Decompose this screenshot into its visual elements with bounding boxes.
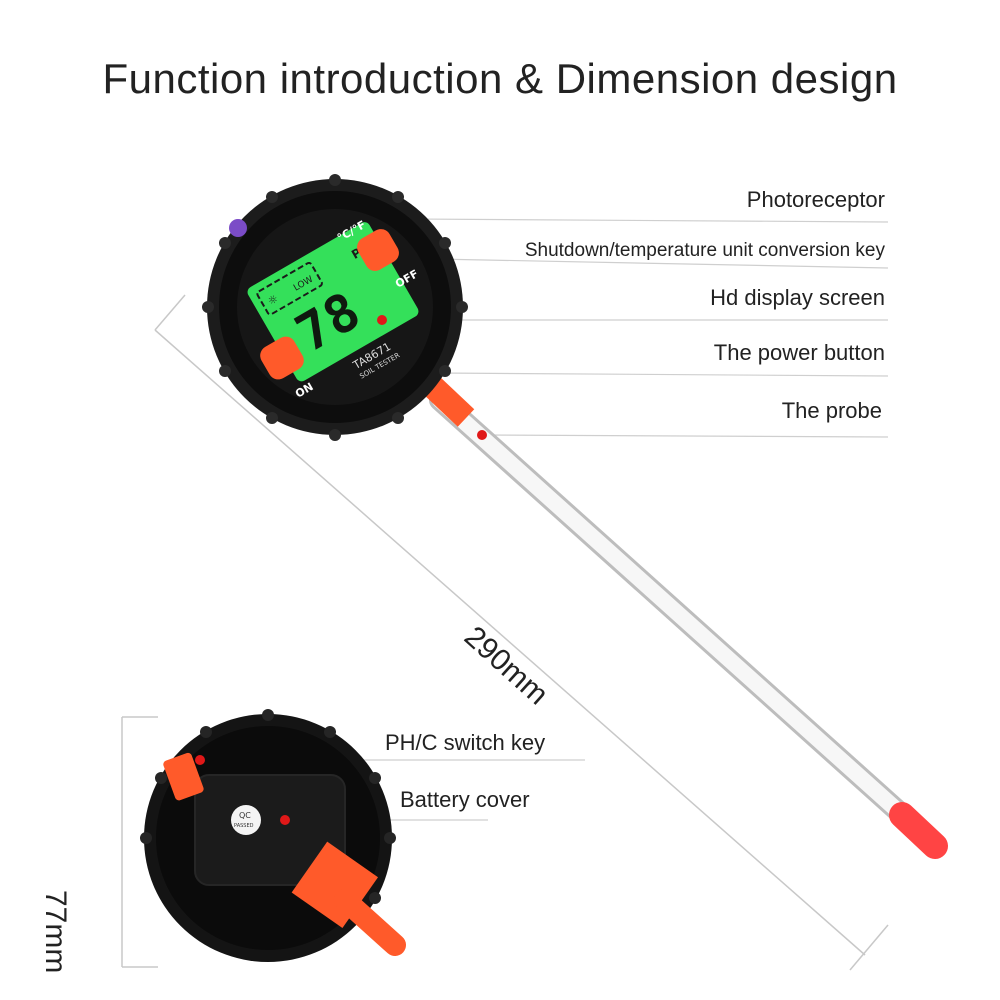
callout-shutdown-key: Shutdown/temperature unit conversion key — [524, 240, 885, 261]
callout-display: Hd display screen — [710, 285, 885, 310]
battery-cover-panel — [194, 774, 346, 886]
callout-ph-switch: PH/C switch key — [385, 730, 546, 755]
callout-battery-cover: Battery cover — [400, 787, 530, 812]
tester-head: LOW ☼ PH 78 TA8671 SOIL TESTER °C/°F OFF… — [202, 174, 468, 441]
diameter-dimension-label: 77mm — [39, 890, 72, 974]
page-title: Function introduction & Dimension design — [102, 55, 898, 102]
shutdown-unit-button — [357, 229, 399, 271]
svg-text:PASSED: PASSED — [234, 823, 254, 829]
power-button — [260, 336, 304, 380]
svg-text:QC: QC — [239, 811, 251, 820]
tester-back-view: QC PASSED — [140, 709, 406, 962]
diameter-dimension-guide — [121, 716, 158, 968]
callout-photoreceptor: Photoreceptor — [746, 187, 885, 212]
ph-c-switch — [163, 752, 204, 801]
callout-markers — [195, 315, 487, 825]
probe — [421, 375, 948, 859]
photoreceptor-sensor — [229, 219, 247, 237]
callout-power-button: The power button — [713, 340, 885, 365]
callout-leader-lines — [200, 217, 889, 821]
qc-sticker — [231, 805, 261, 835]
length-dimension-guide — [154, 294, 889, 971]
callout-probe: The probe — [781, 398, 882, 423]
